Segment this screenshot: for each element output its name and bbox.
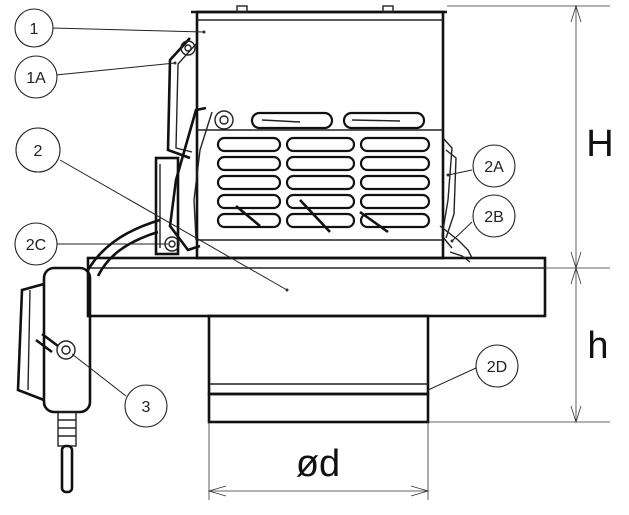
callout-1a-label: 1A: [26, 70, 46, 87]
base-plate: [86, 256, 547, 318]
callout-1-label: 1: [30, 21, 39, 38]
callout-3-label: 3: [142, 399, 151, 416]
callout-2c-label: 2C: [26, 237, 46, 254]
callout-2a: 2A: [472, 144, 516, 188]
callout-2: 2: [15, 127, 61, 173]
callout-2d-label: 2D: [487, 359, 507, 376]
callout-2b: 2B: [472, 194, 516, 238]
callout-1a: 1A: [14, 55, 58, 99]
callout-leaders: [51, 27, 477, 397]
dimension-lines: [207, 4, 610, 500]
callout-3: 3: [124, 384, 168, 428]
right-latch: [439, 137, 473, 263]
dimension-diameter: ød: [296, 443, 340, 485]
fan-housing: [191, 5, 447, 260]
dimension-h-upper: H: [586, 123, 613, 165]
side-motor-box: [16, 266, 92, 494]
duct-spigot: [207, 314, 430, 424]
callout-2-label: 2: [34, 143, 43, 160]
callout-1: 1: [14, 8, 54, 48]
callout-2d: 2D: [475, 344, 519, 388]
cable: [86, 218, 161, 277]
ventilation-grille: [216, 111, 431, 234]
left-hinge-assembly: [154, 37, 234, 256]
dimension-h-lower: h: [587, 325, 608, 367]
callout-2a-label: 2A: [484, 159, 504, 176]
callout-2c: 2C: [14, 222, 58, 266]
callout-2b-label: 2B: [484, 209, 504, 226]
